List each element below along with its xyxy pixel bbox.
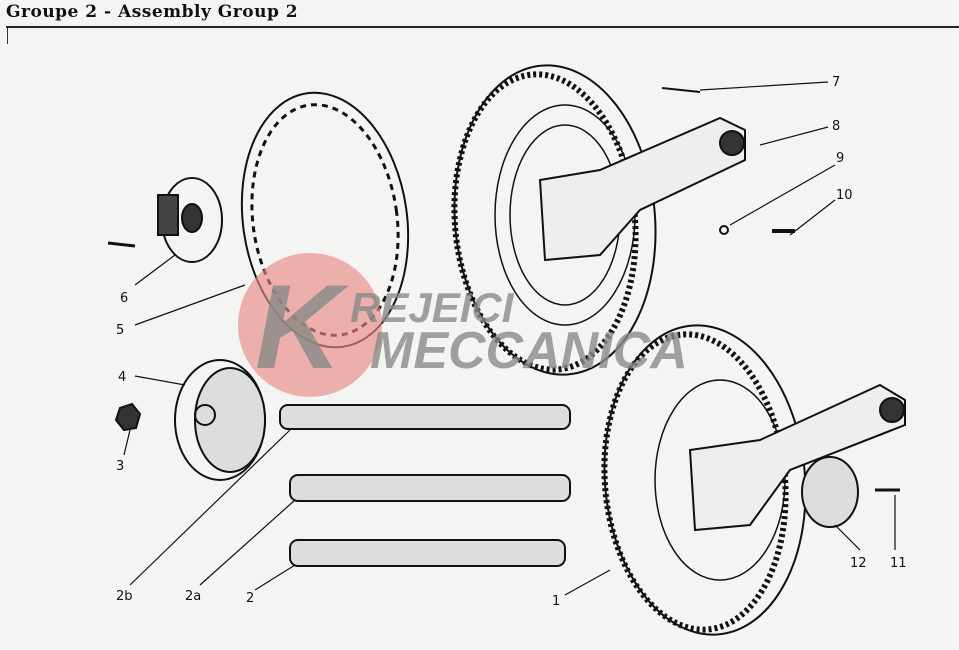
part-4-cup bbox=[174, 359, 266, 481]
header-rule bbox=[6, 26, 959, 28]
frame-edge bbox=[7, 28, 8, 44]
callout-2: 2 bbox=[246, 591, 254, 606]
leader-lines bbox=[123, 81, 896, 596]
lower-flywheel bbox=[601, 324, 906, 636]
callout-9: 9 bbox=[836, 151, 844, 166]
part-9-washer bbox=[719, 225, 729, 235]
watermark-logo: K REJEICI MECCANICA bbox=[238, 253, 688, 397]
callout-1: 1 bbox=[552, 594, 560, 609]
watermark-line1: REJEICI bbox=[350, 284, 515, 331]
callout-5: 5 bbox=[116, 323, 124, 338]
callout-8: 8 bbox=[832, 119, 840, 134]
part-7-pin bbox=[661, 87, 701, 93]
part-6-hub bbox=[107, 177, 223, 263]
callout-6: 6 bbox=[120, 291, 128, 306]
callout-2a: 2a bbox=[185, 589, 201, 604]
callout-12: 12 bbox=[850, 556, 867, 571]
callout-7: 7 bbox=[832, 75, 840, 90]
watermark-line2: MECCANICA bbox=[370, 322, 688, 380]
part-3-nut bbox=[114, 402, 142, 432]
callout-10: 10 bbox=[836, 188, 853, 203]
callout-3: 3 bbox=[116, 459, 124, 474]
callout-4: 4 bbox=[118, 370, 126, 385]
callout-11: 11 bbox=[890, 556, 907, 571]
watermark-k: K bbox=[255, 260, 349, 394]
page-title: Groupe 2 - Assembly Group 2 bbox=[6, 2, 299, 22]
upper-flywheel bbox=[451, 64, 746, 376]
shafts bbox=[279, 404, 571, 567]
callout-2b: 2b bbox=[116, 589, 133, 604]
